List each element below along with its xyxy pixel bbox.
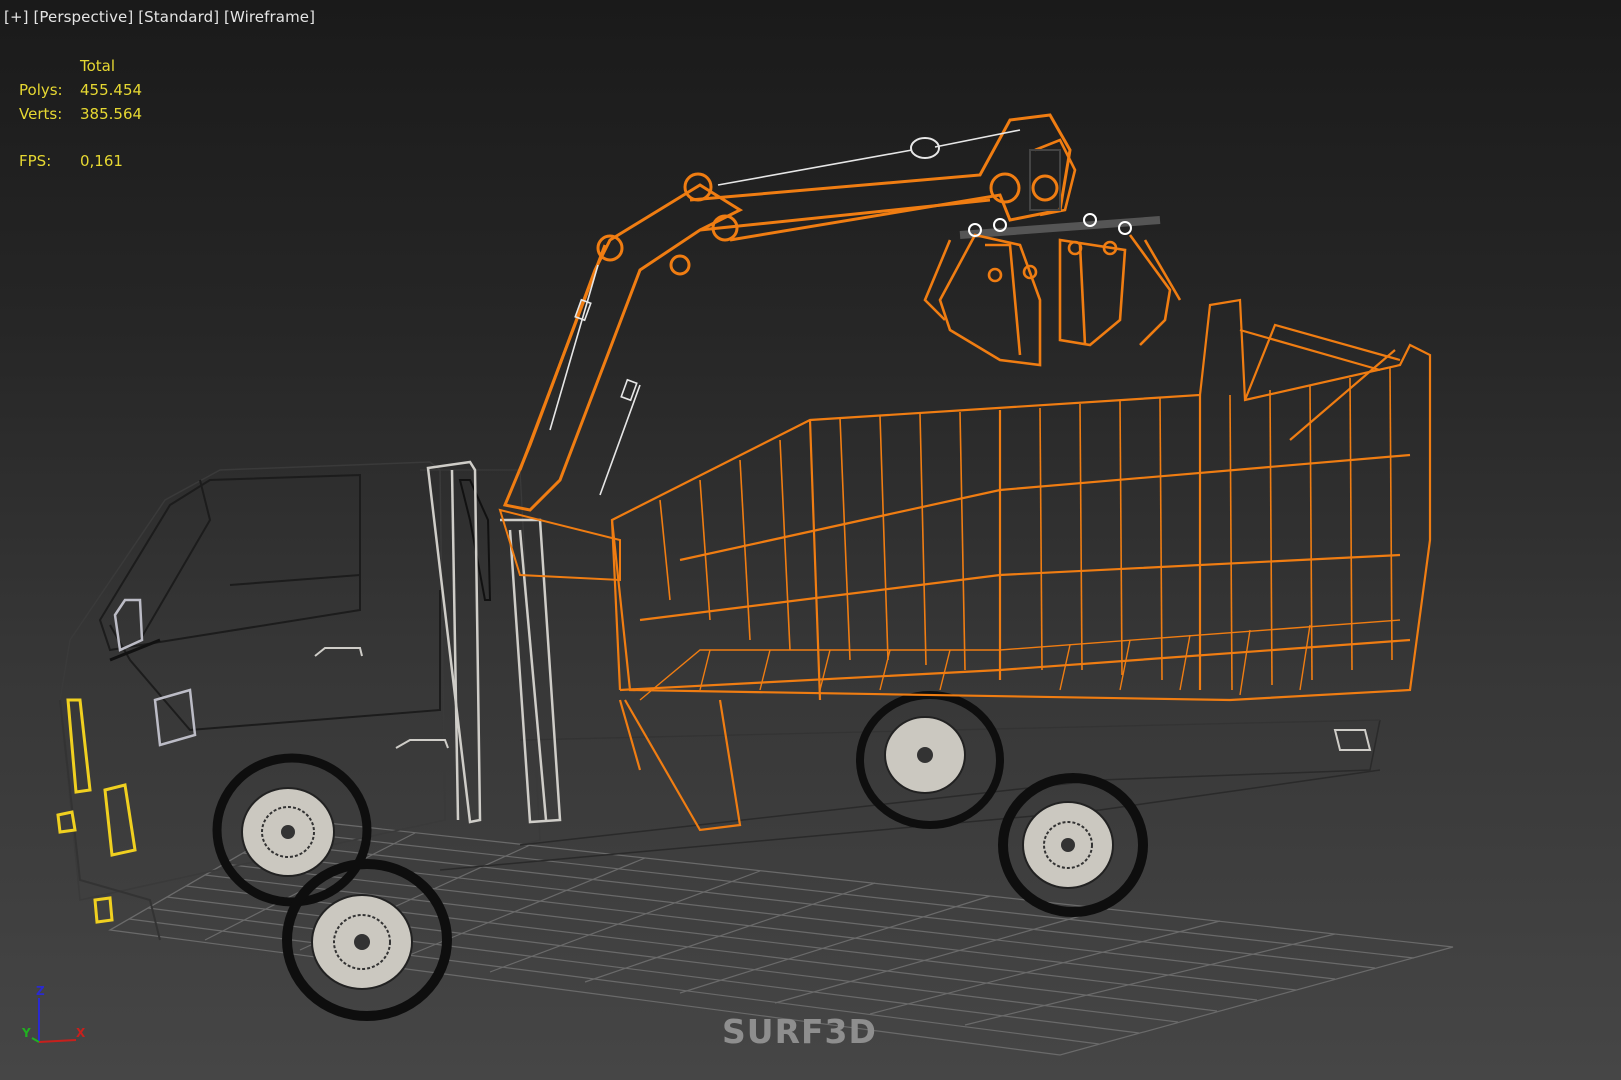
- verts-value: 385.564: [80, 105, 143, 123]
- viewport-label-menu: [+] [Perspective] [Standard] [Wireframe]: [4, 8, 315, 26]
- axis-x-label: X: [76, 1026, 86, 1040]
- rear-wheel-far[interactable]: [856, 691, 1004, 829]
- headlight-highlight: [56, 698, 137, 924]
- stats-verts-row: Verts: 385.564: [19, 102, 142, 126]
- axis-z-label: Z: [36, 984, 45, 998]
- home-grid: [108, 819, 1454, 1056]
- front-wheel-far[interactable]: [212, 753, 372, 907]
- polys-label: Polys:: [19, 81, 63, 99]
- truck-trim-wireframe[interactable]: [113, 460, 1372, 824]
- hydraulic-lines[interactable]: [549, 129, 1021, 496]
- front-wheel-near[interactable]: [282, 859, 452, 1021]
- stats-polys-row: Polys: 455.454: [19, 78, 142, 102]
- watermark-logo: SURF3D: [722, 1012, 877, 1051]
- fps-value: 0,161: [80, 152, 123, 170]
- fps-label: FPS:: [19, 152, 52, 170]
- verts-label: Verts:: [19, 105, 63, 123]
- viewport-point-of-view-menu[interactable]: [Perspective]: [33, 8, 134, 26]
- statistics-overlay: Total Polys: 455.454 Verts: 385.564 FPS:…: [19, 54, 142, 173]
- crane-arm-wireframe[interactable]: [498, 113, 1072, 582]
- axis-gizmo: Z X Y: [14, 984, 94, 1050]
- dump-body-wireframe[interactable]: [610, 298, 1432, 832]
- wheels[interactable]: [212, 691, 1148, 1021]
- rear-wheel-near[interactable]: [998, 773, 1148, 917]
- stats-fps-row: FPS: 0,161: [19, 149, 142, 173]
- stats-total-header: Total: [80, 57, 116, 75]
- polys-value: 455.454: [80, 81, 143, 99]
- grab-claw-wireframe[interactable]: [923, 138, 1182, 367]
- axis-y-label: Y: [22, 1026, 31, 1040]
- viewport-shading-standard-menu[interactable]: [Standard]: [138, 8, 220, 26]
- viewport-shading-wireframe-menu[interactable]: [Wireframe]: [224, 8, 316, 26]
- viewport-plus-menu[interactable]: [+]: [4, 8, 29, 26]
